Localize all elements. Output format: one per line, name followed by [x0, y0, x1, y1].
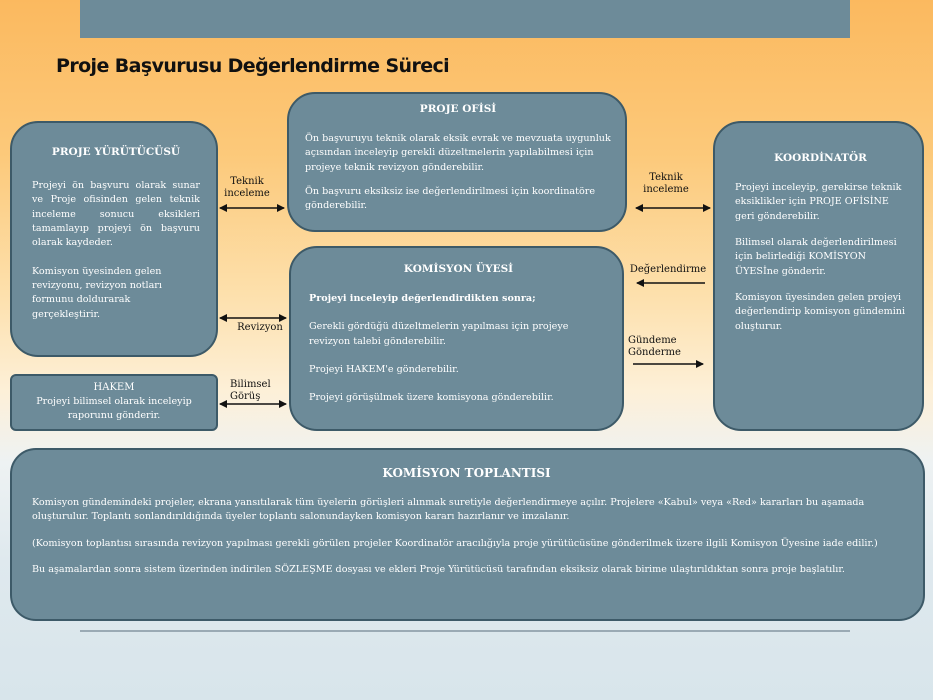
teknik-inceleme-left-label: Teknik inceleme — [224, 176, 270, 199]
koordinator-box: KOORDİNATÖR Projeyi inceleyip, gerekirse… — [713, 121, 924, 431]
komisyon-uyesi-text-2: Gerekli gördüğü düzeltmelerin yapılması … — [309, 321, 569, 347]
proje-yurutucusu-box: PROJE YÜRÜTÜCÜSÜ Projeyi ön başvuru olar… — [10, 121, 218, 357]
komisyon-toplantisi-box: KOMİSYON TOPLANTISI Komisyon gündemindek… — [10, 448, 925, 621]
teknik-inceleme-right-label: Teknik inceleme — [643, 172, 689, 195]
hakem-box: HAKEM Projeyi bilimsel olarak inceleyip … — [10, 374, 218, 431]
koordinator-heading: KOORDİNATÖR — [774, 152, 867, 164]
bottom-divider — [80, 630, 850, 632]
revizyon-label: Revizyon — [237, 322, 283, 333]
komisyon-toplantisi-text-3: Bu aşamalardan sonra sistem üzerinden in… — [32, 564, 845, 576]
komisyon-uyesi-heading: KOMİSYON ÜYESİ — [403, 263, 514, 275]
koordinator-text-1: Projeyi inceleyip, gerekirse teknik eksi… — [735, 181, 902, 222]
page-title: Proje Başvurusu Değerlendirme Süreci — [56, 55, 450, 77]
proje-yurutucusu-text-2: Komisyon üyesinden gelen revizyonu, revi… — [32, 265, 162, 320]
koordinator-text-3: Komisyon üyesinden gelen projeyi değerle… — [735, 292, 906, 332]
bilimsel-gorus-label: Bilimsel Görüş — [230, 379, 271, 402]
proje-ofisi-text-2: Ön başvuru eksiksiz ise değerlendirilmes… — [305, 185, 595, 212]
komisyon-toplantisi-heading: KOMİSYON TOPLANTISI — [382, 466, 551, 480]
proje-ofisi-box: PROJE OFİSİ Ön başvuruyu teknik olarak e… — [287, 92, 627, 232]
komisyon-toplantisi-text-2: (Komisyon toplantısı sırasında revizyon … — [32, 537, 878, 549]
komisyon-toplantisi-text-1: Komisyon gündemindeki projeler, ekrana y… — [32, 497, 865, 523]
top-banner — [80, 0, 850, 38]
komisyon-uyesi-text-3: Projeyi HAKEM'e gönderebilir. — [309, 363, 459, 375]
proje-yurutucusu-text-1: Projeyi ön başvuru olarak sunar ve Proje… — [32, 179, 200, 249]
hakem-text: Projeyi bilimsel olarak inceleyip raporu… — [36, 396, 192, 422]
komisyon-uyesi-text-1: Projeyi inceleyip değerlendirdikten sonr… — [309, 292, 536, 304]
degerlendirme-label: Değerlendirme — [629, 264, 707, 275]
proje-yurutucusu-heading: PROJE YÜRÜTÜCÜSÜ — [51, 146, 181, 158]
proje-ofisi-text-1: Ön başvuruyu teknik olarak eksik evrak v… — [305, 132, 611, 173]
koordinator-text-2: Bilimsel olarak değerlendirilmesi için b… — [735, 236, 897, 277]
gundeme-gonderme-label: Gündeme Gönderme — [628, 335, 681, 358]
komisyon-uyesi-box: KOMİSYON ÜYESİ Projeyi inceleyip değerle… — [289, 246, 624, 431]
proje-ofisi-heading: PROJE OFİSİ — [419, 103, 497, 115]
hakem-heading: HAKEM — [93, 382, 135, 393]
komisyon-uyesi-text-4: Projeyi görüşülmek üzere komisyona gönde… — [309, 392, 554, 404]
